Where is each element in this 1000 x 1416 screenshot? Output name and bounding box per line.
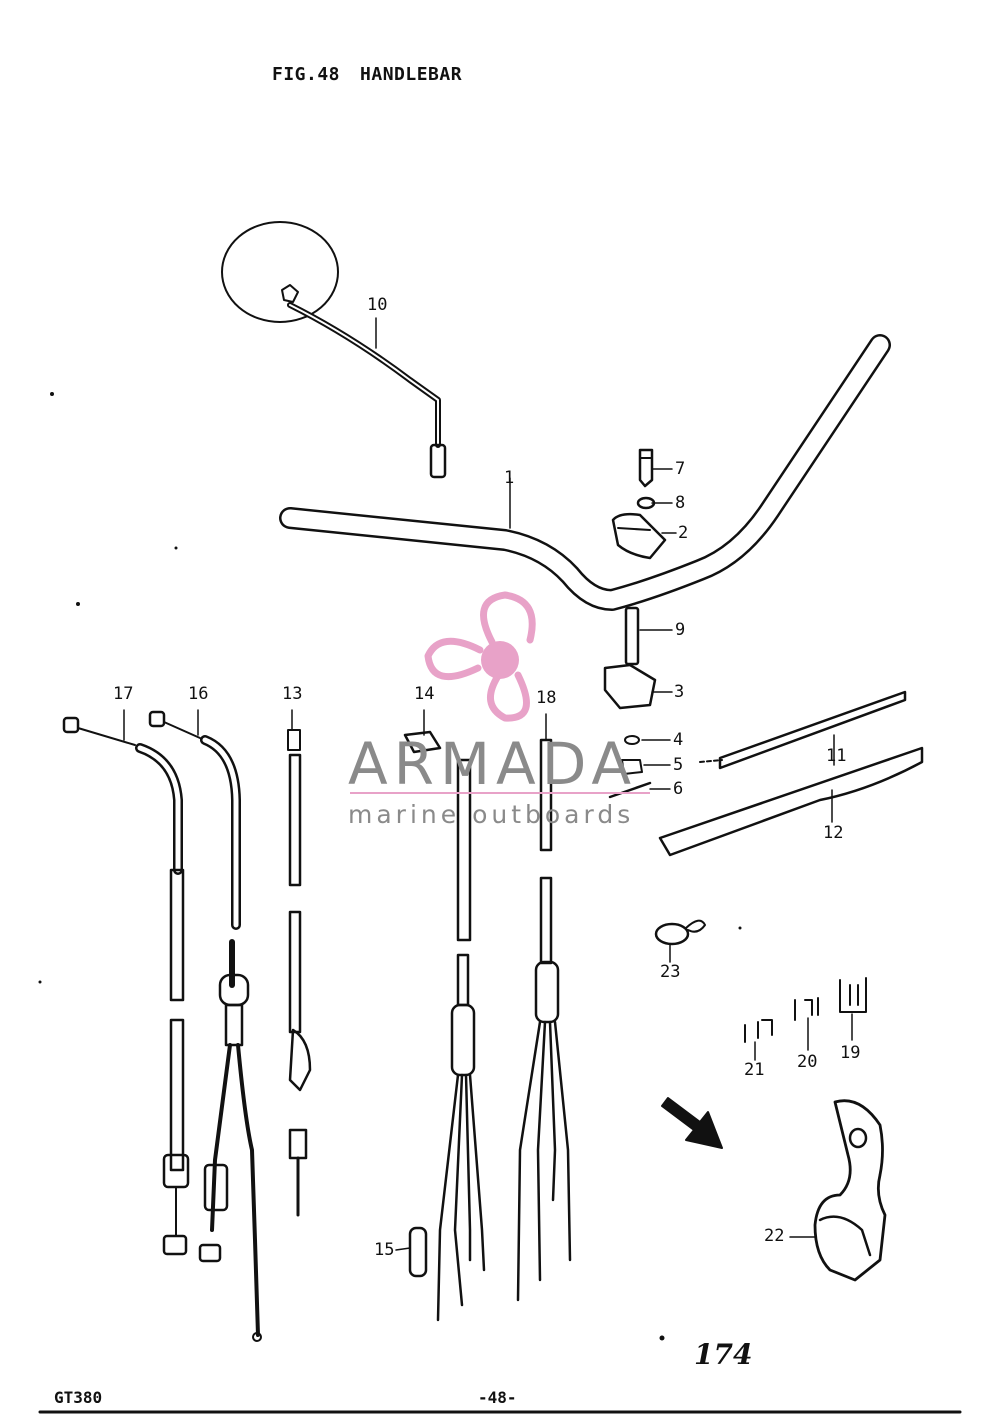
label-23: 23 — [660, 962, 681, 982]
cable-part-14 — [403, 730, 486, 1322]
grip-rod-part-11 — [699, 690, 907, 770]
label-3: 3 — [674, 682, 685, 702]
watermark-divider — [350, 792, 650, 794]
label-17: 17 — [113, 684, 134, 704]
nut-part-5 — [621, 759, 643, 775]
label-1: 1 — [504, 468, 515, 488]
bracket-part-22 — [813, 1099, 887, 1282]
label-9: 9 — [675, 620, 686, 640]
grommet-part-15 — [408, 1226, 428, 1278]
label-22: 22 — [764, 1226, 785, 1246]
label-15: 15 — [374, 1240, 395, 1260]
label-8: 8 — [675, 493, 686, 513]
stud-part-9 — [624, 606, 640, 666]
label-5: 5 — [673, 755, 684, 775]
figure-name: HANDLEBAR — [360, 64, 463, 85]
label-11: 11 — [826, 746, 847, 766]
label-13: 13 — [282, 684, 303, 704]
mirror-part-10 — [221, 221, 447, 479]
cable-part-18 — [516, 738, 572, 1302]
handwritten-number: 174 — [694, 1338, 753, 1371]
label-16: 16 — [188, 684, 209, 704]
watermark-propeller-logo — [424, 591, 536, 722]
model-code: GT380 — [54, 1388, 103, 1407]
handlebar-part-1 — [279, 334, 891, 611]
label-14: 14 — [414, 684, 435, 704]
label-20: 20 — [797, 1052, 818, 1072]
small-part-20 — [794, 997, 819, 1021]
label-4: 4 — [673, 730, 684, 750]
label-10: 10 — [367, 295, 388, 315]
label-19: 19 — [840, 1043, 861, 1063]
washer-part-4 — [624, 735, 640, 745]
cable-part-16 — [148, 710, 262, 1342]
pin-part-6 — [608, 781, 652, 799]
watermark-brand: ARMADA — [348, 730, 638, 798]
label-6: 6 — [673, 779, 684, 799]
cable-part-13 — [287, 729, 312, 1217]
scan-specks — [38, 392, 742, 1341]
cable-part-17 — [62, 716, 190, 1256]
label-21: 21 — [744, 1060, 765, 1080]
upper-clamp-part-2 — [611, 512, 667, 560]
grip-part-12 — [658, 746, 924, 857]
page-number: -48- — [478, 1388, 517, 1407]
clamp-bolt-part-7 — [638, 448, 654, 488]
forward-arrow — [661, 1097, 723, 1149]
small-part-19 — [839, 977, 867, 1013]
figure-number: FIG.48 — [272, 64, 341, 85]
small-part-21 — [744, 1019, 773, 1043]
leader-lines — [123, 317, 853, 1251]
clip-part-23 — [654, 919, 706, 946]
label-12: 12 — [823, 823, 844, 843]
figure-title: FIG.48 HANDLEBAR — [272, 64, 482, 85]
label-18: 18 — [536, 688, 557, 708]
watermark-subtitle: marine outboards — [348, 800, 635, 829]
label-7: 7 — [675, 459, 686, 479]
lower-holder-part-3 — [603, 663, 657, 710]
label-2: 2 — [678, 523, 689, 543]
